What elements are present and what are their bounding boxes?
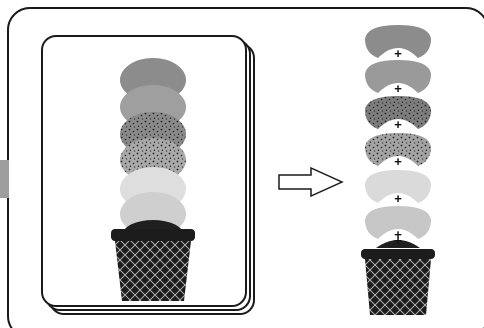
left-cone	[111, 229, 195, 301]
plus-separator: +	[394, 191, 402, 206]
plus-separator: +	[394, 154, 402, 169]
light-gray-scoop	[365, 170, 431, 203]
dark-gray-scoop	[365, 25, 431, 58]
black-scoop	[376, 240, 420, 248]
waffle-cone-mesh	[115, 241, 191, 301]
plus-separator: +	[394, 227, 402, 242]
side-tab	[0, 160, 9, 198]
plus-separator: +	[394, 233, 402, 248]
waffle-cone-rim	[361, 249, 435, 259]
plus-separator: +	[394, 81, 402, 96]
right-cone: +	[361, 233, 435, 315]
waffle-cone-rim	[111, 229, 195, 241]
speckled-dark-scoop-speckles	[365, 96, 431, 129]
speckled-light-scoop-speckles	[365, 133, 431, 166]
right-scoop-stack: + + + + + +	[365, 25, 431, 242]
plus-separator: +	[394, 117, 402, 132]
pale-gray-scoop	[365, 206, 431, 239]
medium-gray-scoop	[365, 60, 431, 93]
plus-separator: +	[394, 46, 402, 61]
waffle-cone-mesh	[365, 259, 431, 315]
right-arrow-icon	[278, 166, 344, 198]
left-scoop-stack	[120, 58, 186, 248]
